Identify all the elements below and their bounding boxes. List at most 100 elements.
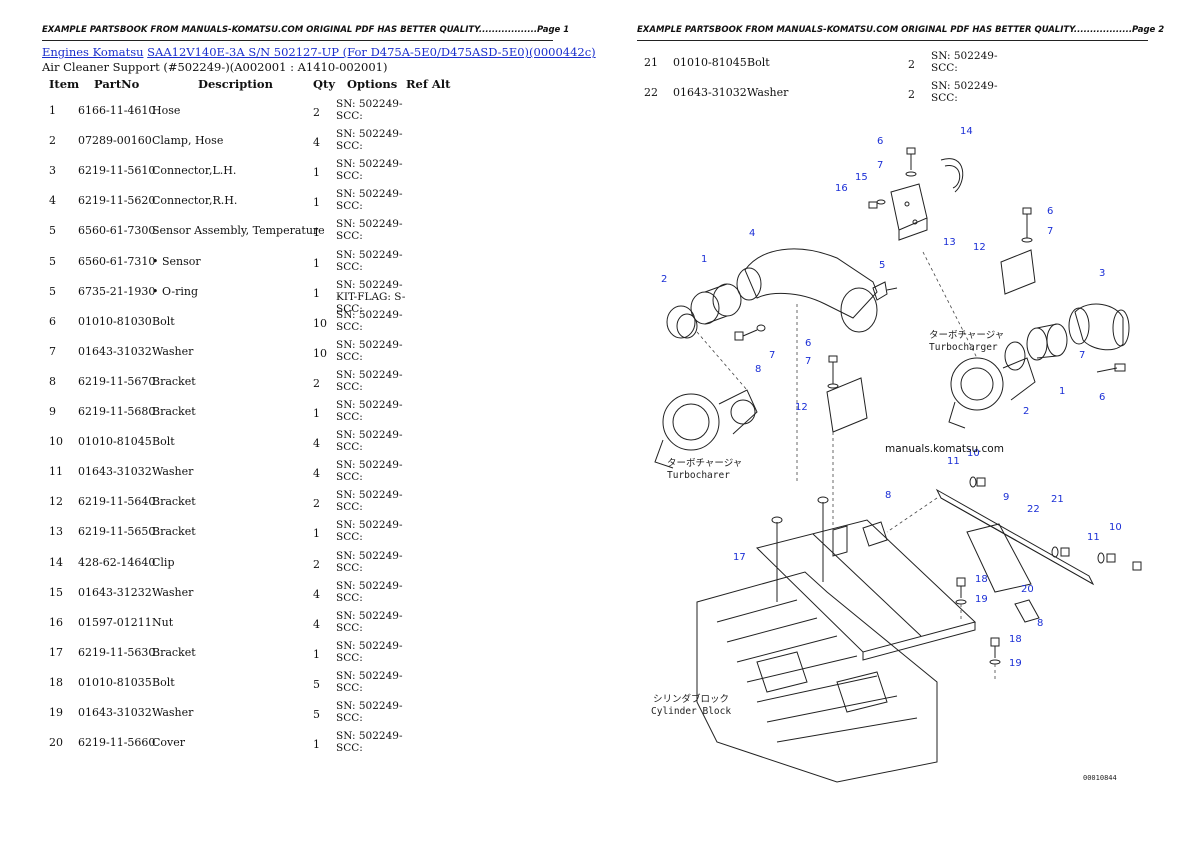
description-cell: • O-ring (152, 284, 199, 298)
item-cell: 20 (49, 736, 63, 750)
partno-cell: 6219-11-5680 (78, 405, 156, 418)
partno-cell: 6735-21-1930 (78, 284, 156, 298)
options-line: SCC: (336, 260, 363, 273)
description-cell: Washer (152, 706, 194, 719)
description-cell: Washer (152, 585, 194, 599)
page-2: EXAMPLE PARTSBOOK FROM MANUALS-KOMATSU.C… (595, 0, 1190, 842)
options-line: SN: 502249- (336, 730, 403, 743)
options-line: SN: 502249- (336, 700, 403, 712)
description-cell: Bolt (152, 314, 175, 328)
svg-text:19: 19 (975, 594, 988, 605)
description-cell: Washer (152, 344, 194, 358)
breadcrumb-link-model[interactable]: SAA12V140E-3A S/N 502127-UP (For D475A-5… (147, 45, 596, 59)
qty-cell: 1 (313, 647, 320, 661)
item-cell: 4 (49, 194, 56, 208)
svg-text:7: 7 (1047, 226, 1053, 237)
qty-cell: 2 (313, 376, 320, 390)
options-line: SN: 502249- (336, 158, 403, 171)
turbo-label-en-left: Turbocharer (667, 470, 730, 481)
options-line: SCC: (336, 411, 363, 423)
description-cell: Clamp, Hose (152, 134, 224, 148)
options-line: SN: 502249- (336, 248, 403, 261)
item-cell: 5 (49, 284, 56, 298)
qty-cell: 2 (313, 557, 320, 571)
svg-text:7: 7 (1079, 350, 1085, 361)
svg-text:12: 12 (795, 402, 808, 413)
svg-text:3: 3 (1099, 268, 1105, 279)
qty-cell: 5 (313, 677, 320, 691)
svg-text:7: 7 (769, 350, 775, 361)
svg-text:7: 7 (805, 356, 811, 367)
svg-text:11: 11 (1087, 532, 1100, 543)
table-row: 5 6735-21-1930• O-ring 1 SN: 502249-KIT-FLA… (42, 279, 562, 315)
partno-cell: 6219-11-5640 (78, 495, 156, 509)
header-options: Options (347, 77, 398, 91)
partno-cell: 01643-31032 (78, 465, 152, 479)
qty-cell: 1 (313, 226, 320, 240)
options-line: SCC: (336, 320, 363, 333)
page-subtitle: Air Cleaner Support (#502249-)(A002001 :… (42, 60, 388, 74)
description-cell: Bracket (152, 405, 196, 418)
svg-text:17: 17 (733, 552, 746, 563)
item-cell: 3 (49, 164, 56, 178)
description-cell: Bolt (152, 435, 175, 449)
qty-cell: 2 (313, 497, 320, 511)
svg-text:11: 11 (947, 456, 960, 467)
options-line: SN: 502249- (336, 549, 403, 562)
qty-cell: 4 (313, 467, 320, 481)
breadcrumb-link-engines[interactable]: Engines Komatsu (42, 45, 144, 59)
partno-cell: 01643-31032 (78, 344, 152, 358)
partno-cell: 6219-11-5610 (78, 164, 156, 178)
options-line: SN: 502249- (336, 128, 403, 141)
options-cell: SN: 502249-SCC: (336, 640, 408, 664)
block-label-en: Cylinder Block (651, 706, 731, 717)
options-cell: SN: 502249-SCC: (336, 429, 408, 453)
options-cell: SN: 502249-SCC: (336, 339, 408, 363)
item-cell: 19 (49, 706, 63, 719)
options-cell: SN: 502249-SCC: (336, 249, 408, 273)
svg-text:12: 12 (973, 242, 986, 253)
options-line: SCC: (336, 230, 363, 243)
options-cell: SN: 502249-SCC: (336, 98, 408, 122)
options-line: SN: 502249- (336, 399, 403, 411)
qty-cell: 2 (908, 58, 915, 71)
partno-cell: 6560-61-7310 (78, 254, 156, 268)
svg-text:20: 20 (1021, 584, 1034, 595)
svg-text:14: 14 (960, 126, 973, 137)
options-cell: SN: 502249-KIT-FLAG: S-SCC: (336, 279, 408, 315)
turbo-label-jp-left: ターボチャージャ (667, 458, 742, 469)
svg-text:6: 6 (877, 136, 883, 147)
options-cell: SN: 502249-SCC: (336, 158, 408, 182)
qty-cell: 1 (313, 196, 320, 210)
options-line: SCC: (931, 92, 958, 104)
item-cell: 18 (49, 675, 63, 689)
options-cell: SN: 502249-SCC: (931, 80, 1003, 104)
qty-cell: 1 (313, 286, 320, 300)
svg-text:18: 18 (1009, 634, 1022, 645)
options-line: SN: 502249- (336, 489, 403, 502)
item-cell: 1 (49, 104, 56, 117)
partno-cell: 6166-11-4610 (78, 104, 156, 117)
options-line: SCC: (336, 742, 363, 755)
svg-text:8: 8 (1037, 618, 1043, 629)
diagram-code: 00010844 (1083, 774, 1117, 782)
svg-text:10: 10 (967, 448, 980, 459)
qty-cell: 1 (313, 738, 320, 752)
options-line: SN: 502249- (336, 278, 403, 291)
description-cell: Cover (152, 736, 186, 750)
qty-cell: 2 (313, 106, 320, 119)
qty-cell: 10 (313, 346, 327, 360)
options-line: SN: 502249- (931, 80, 998, 92)
item-cell: 11 (49, 465, 63, 479)
options-cell: SN: 502249-SCC: (336, 580, 408, 604)
